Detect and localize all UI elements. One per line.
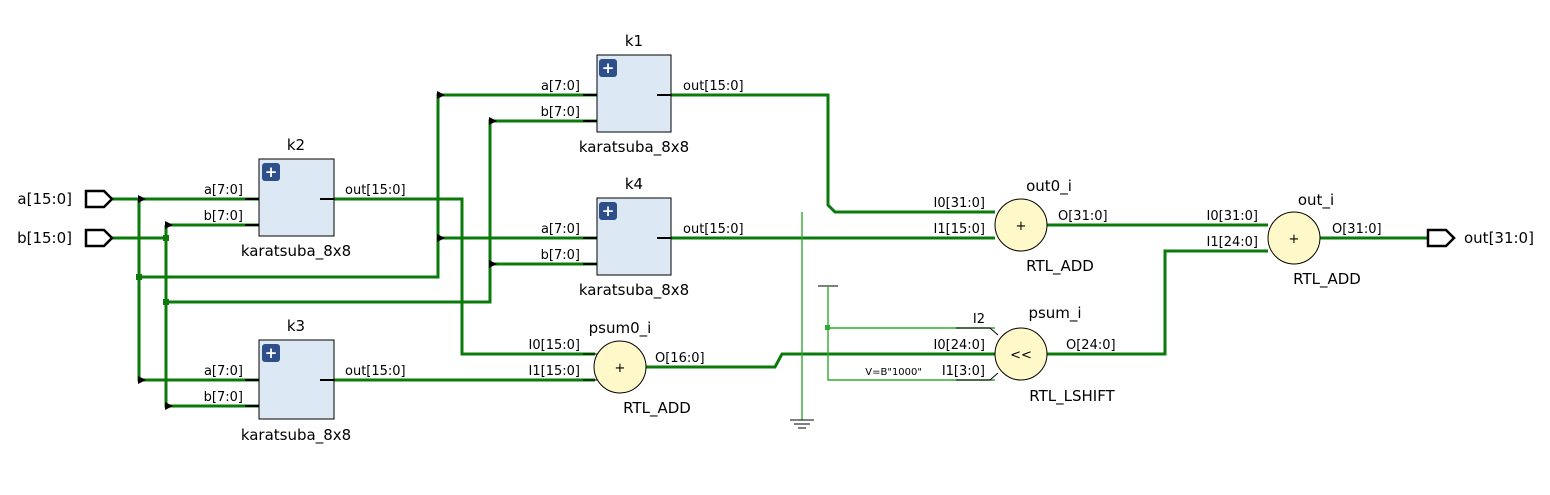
pin-label: I1[15:0]	[529, 364, 580, 379]
pin-label: O[31:0]	[1332, 222, 1382, 237]
const-label: V=B"1000"	[865, 367, 922, 378]
arrow-icon	[138, 376, 146, 384]
junction-dot	[163, 235, 169, 241]
instance-name: k2	[287, 136, 305, 154]
pin-label: O[24:0]	[1066, 338, 1116, 353]
operator-name: out0_i	[1026, 177, 1072, 196]
instance-name: k3	[287, 317, 305, 335]
net-const	[827, 286, 995, 381]
junctions	[136, 91, 830, 410]
expand-icon[interactable]	[599, 202, 617, 220]
output-port-icon[interactable]	[1426, 228, 1456, 248]
arrow-icon	[489, 117, 497, 125]
instance-k3[interactable]: k3 + a[7:0] b[7:0] out[15:0] karatsuba_8…	[204, 317, 406, 445]
instance-type: karatsuba_8x8	[241, 242, 351, 261]
arrow-icon	[165, 402, 173, 410]
port-a-label: a[15:0]	[17, 190, 72, 208]
nets	[112, 93, 1428, 429]
pin-label: O[16:0]	[655, 351, 705, 366]
port-a[interactable]: a[15:0]	[17, 189, 114, 209]
junction-dot	[825, 325, 830, 330]
net-a-k1[interactable]	[139, 93, 597, 279]
operator-body[interactable]	[994, 198, 1048, 252]
operator-symbol: +	[615, 361, 626, 376]
junction-dot	[163, 299, 169, 305]
expand-icon[interactable]	[262, 344, 280, 362]
pin-label: out[15:0]	[345, 364, 406, 379]
net-k2-out[interactable]	[334, 197, 595, 356]
arrow-icon	[437, 234, 445, 242]
svg-text:+: +	[602, 202, 615, 220]
pin-label: I1[24:0]	[1207, 235, 1258, 250]
pin-label: b[7:0]	[204, 209, 243, 224]
junction-dot	[136, 274, 142, 280]
pin-label: a[7:0]	[541, 222, 580, 237]
pin-label: I1[3:0]	[942, 364, 985, 379]
instance-type: karatsuba_8x8	[241, 426, 351, 445]
pin-label: b[7:0]	[541, 248, 580, 263]
port-out-label: out[31:0]	[1464, 229, 1534, 247]
expand-icon[interactable]	[599, 59, 617, 77]
input-port-icon[interactable]	[84, 189, 114, 209]
arrow-icon	[138, 195, 146, 203]
operator-symbol: +	[1289, 232, 1300, 247]
arrow-icon	[165, 221, 173, 229]
svg-text:+: +	[602, 59, 615, 77]
net-psum0-out[interactable]	[645, 352, 995, 369]
instance-name: k4	[625, 175, 643, 193]
operator-body[interactable]	[994, 327, 1048, 381]
operator-type: RTL_ADD	[1026, 257, 1094, 276]
arrow-icon	[437, 91, 445, 99]
pin-label: I0[31:0]	[1207, 209, 1258, 224]
port-b-label: b[15:0]	[17, 229, 72, 247]
pin-label: a[7:0]	[541, 79, 580, 94]
operator-symbol: <<	[1010, 348, 1032, 363]
pin-label: out[15:0]	[683, 79, 744, 94]
pin-label: I0[15:0]	[529, 338, 580, 353]
operator-symbol: +	[1016, 219, 1027, 234]
instance-type: karatsuba_8x8	[579, 281, 689, 300]
pin-label: I0[31:0]	[934, 196, 985, 211]
instance-name: k1	[625, 32, 643, 50]
pin-label: a[7:0]	[204, 364, 243, 379]
pin-label: out[15:0]	[683, 222, 744, 237]
pin-label: O[31:0]	[1058, 209, 1108, 224]
port-out[interactable]: out[31:0]	[1426, 228, 1534, 248]
pin-label: I0[24:0]	[934, 338, 985, 353]
instance-type: karatsuba_8x8	[579, 138, 689, 157]
operator-out0[interactable]: out0_i + I0[31:0] I1[15:0] O[31:0] RTL_A…	[934, 177, 1108, 276]
input-port-icon[interactable]	[84, 228, 114, 248]
net-psum-out[interactable]	[1047, 249, 1268, 356]
net-k1-out[interactable]	[671, 93, 995, 214]
instance-box[interactable]	[596, 54, 672, 133]
operator-psum0[interactable]: psum0_i + I0[15:0] I1[15:0] O[16:0] RTL_…	[529, 319, 705, 418]
expand-icon[interactable]	[262, 163, 280, 181]
operator-type: RTL_ADD	[623, 399, 691, 418]
svg-text:+: +	[265, 163, 278, 181]
pin-label: b[7:0]	[204, 390, 243, 405]
pin-label: b[7:0]	[541, 105, 580, 120]
operator-psum[interactable]: psum_i << I2 I0[24:0] I1[3:0] V=B"1000" …	[865, 304, 1115, 406]
operator-body[interactable]	[593, 340, 647, 394]
operator-type: RTL_LSHIFT	[1029, 387, 1115, 406]
instance-k4[interactable]: k4 + a[7:0] b[7:0] out[15:0] karatsuba_8…	[541, 175, 744, 300]
operator-name: out_i	[1298, 191, 1334, 210]
pin-label: a[7:0]	[204, 183, 243, 198]
net-b-k1[interactable]	[166, 119, 597, 304]
pin-label: out[15:0]	[345, 183, 406, 198]
operator-out[interactable]: out_i + I0[31:0] I1[24:0] O[31:0] RTL_AD…	[1207, 191, 1382, 289]
port-b[interactable]: b[15:0]	[17, 228, 114, 248]
instance-k1[interactable]: k1 + a[7:0] b[7:0] out[15:0] karatsuba_8…	[541, 32, 744, 157]
svg-text:+: +	[265, 344, 278, 362]
operator-name: psum_i	[1028, 304, 1081, 323]
pin-label: I1[15:0]	[934, 222, 985, 237]
operator-name: psum0_i	[589, 319, 652, 338]
operator-type: RTL_ADD	[1293, 270, 1361, 289]
instance-k2[interactable]: k2 + a[7:0] b[7:0] out[15:0] karatsuba_8…	[204, 136, 406, 261]
operator-body[interactable]	[1267, 211, 1321, 265]
net-a-k3[interactable]	[112, 197, 259, 382]
pin-label: I2	[973, 312, 985, 327]
arrow-icon	[489, 260, 497, 268]
